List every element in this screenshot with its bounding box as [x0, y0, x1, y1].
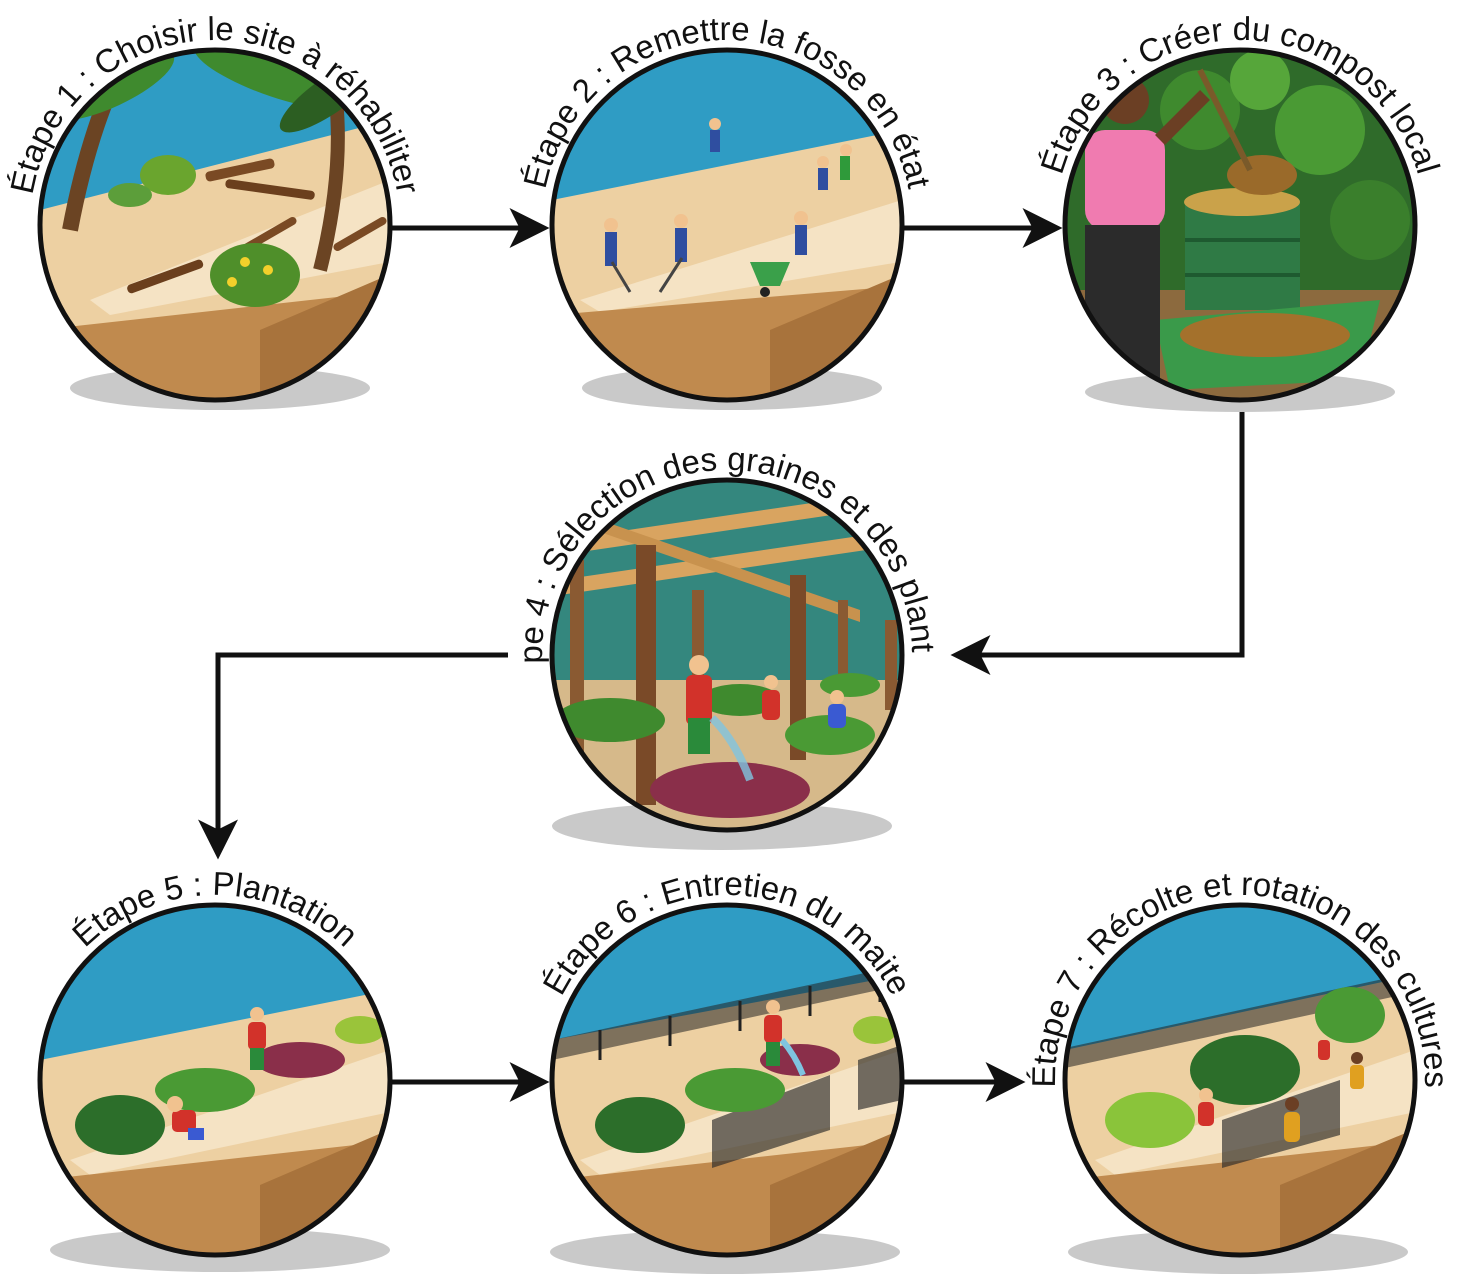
step-3: Étape 3 : Créer du compost local — [1033, 10, 1447, 412]
step-4-frame — [549, 477, 905, 833]
step-2-illustration — [552, 50, 902, 400]
arrow-step4-to-step5 — [198, 652, 508, 860]
step-5-illustration — [40, 905, 390, 1255]
step-1: Étape 1 : Choisir le site à réhabiliter — [3, 10, 427, 410]
step-2-frame — [549, 47, 905, 403]
step-5: Étape 5 : Plantation — [37, 865, 393, 1272]
step-2: Étape 2 : Remettre la fosse en état — [516, 10, 938, 410]
step-1-frame — [37, 47, 393, 403]
step-3-frame — [1062, 47, 1418, 403]
step-7: Étape 7 : Récolte et rotation des cultur… — [1025, 865, 1455, 1274]
step-6-frame — [549, 902, 905, 1258]
flow-arrows — [198, 208, 1245, 1102]
step-3-illustration — [1065, 50, 1415, 400]
step-7-frame — [1062, 902, 1418, 1258]
step-5-frame — [37, 902, 393, 1258]
step-1-illustration — [40, 50, 390, 400]
step-6: Étape 6 : Entretien du maite — [535, 865, 919, 1274]
arrow-step3-to-step4 — [950, 395, 1245, 675]
